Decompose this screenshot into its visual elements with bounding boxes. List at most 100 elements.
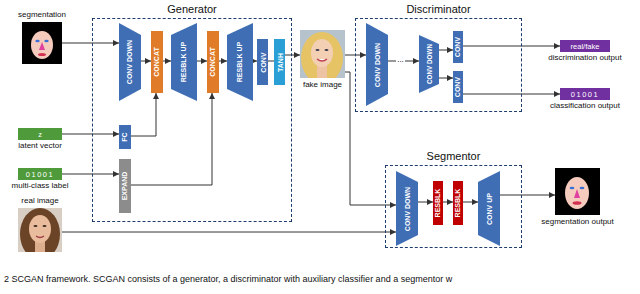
rotated-label-holder: CONCAT (207, 31, 219, 93)
downsample-trapezoid (396, 171, 418, 246)
rotated-label-holder: CONV DOWN (396, 171, 418, 246)
mouth-region (573, 201, 582, 205)
layer-block: CONV (453, 71, 463, 103)
hair (20, 208, 60, 252)
data-flow-arrow (163, 61, 171, 62)
block-label: CONV DOWN (403, 186, 411, 230)
layer-block: FC (119, 125, 131, 149)
smile (317, 59, 327, 61)
vector-bar: 01001classification output (560, 88, 610, 100)
image-caption: segmentation output (541, 217, 614, 227)
data-flow-arrow (285, 55, 300, 56)
eye (316, 49, 320, 51)
layer-block: CONV (453, 31, 463, 63)
data-flow-arrow (197, 61, 207, 62)
data-flow-arrow (463, 202, 478, 203)
vector-caption: multi-class label (12, 181, 69, 191)
rotated-label-holder: FC (119, 125, 131, 149)
block-label: CONV (454, 77, 462, 97)
data-flow-arrow (463, 46, 560, 47)
map-ground (555, 168, 600, 215)
rotated-label-holder: CONCAT (151, 31, 163, 93)
block-label: RESBLK (454, 189, 462, 218)
hair (301, 32, 343, 78)
edge-label: ... (396, 55, 405, 64)
vector-bar: zlatent vector (18, 128, 62, 140)
vector-caption: latent vector (18, 141, 62, 151)
rotated-label-holder: RESBLK (453, 181, 463, 225)
rotated-label-holder: CONV (257, 39, 268, 85)
module-frame: DiscriminatorCONV DOWNCONV DOWNCONVCONV (355, 18, 522, 112)
data-flow-arrow (463, 94, 560, 95)
module-frame: GeneratorCONV DOWNFCEXPANDCONCATRESBLK U… (92, 18, 292, 222)
layer-block: CONV UP (478, 171, 500, 246)
fake-photo (300, 30, 345, 78)
block-label: CONCAT (209, 47, 217, 76)
block-label: CONV DOWN (426, 44, 433, 84)
eye (34, 225, 38, 227)
face-region (565, 177, 589, 209)
module-frame: SegmentorCONV DOWNRESBLKRESBLKCONV UP (385, 165, 522, 248)
rotated-label-holder: RESBLK (433, 181, 443, 225)
module-title: Generator (93, 3, 291, 16)
rotated-label-holder: CONV (453, 31, 463, 63)
data-flow-arrow (219, 61, 227, 62)
downsample-trapezoid (119, 23, 141, 101)
layer-block: CONCAT (207, 31, 219, 93)
vector-bar: real/fakediscrimination output (560, 40, 610, 52)
data-flow-arrow (62, 174, 119, 175)
data-flow-arrow (500, 195, 555, 196)
module-title: Segmentor (386, 150, 521, 163)
mouth (36, 236, 44, 238)
image-panel: fake image (300, 30, 345, 78)
block-label: RESBLK UP (180, 42, 188, 82)
block-label: CONV DOWN (126, 40, 134, 84)
image-panel: real image (18, 208, 62, 252)
image-panel: segmentation (22, 22, 62, 64)
face-region (31, 31, 53, 59)
rotated-label-holder: CONV UP (478, 171, 500, 246)
segmentation-map (22, 22, 62, 64)
data-flow-arrow (439, 50, 453, 51)
rotated-label-holder: EXPAND (119, 159, 131, 213)
block-label: RESBLK UP (236, 42, 244, 82)
data-flow-arrow (62, 43, 119, 44)
block-label: CONV (454, 37, 462, 57)
eye-region (35, 40, 39, 42)
layer-block: CONV DOWN (419, 35, 439, 93)
downsample-trapezoid (366, 23, 388, 106)
block-label: CONCAT (153, 47, 161, 76)
layer-block: CONV DOWN (119, 23, 141, 101)
eye-region (580, 187, 585, 190)
real-photo (18, 208, 62, 252)
layer-block: CONV DOWN (366, 23, 388, 106)
rotated-label-holder: CONV (453, 71, 463, 103)
bar-text-holder: 01001 (560, 88, 610, 100)
layer-block: TANH (274, 39, 285, 85)
image-caption: segmentation (18, 10, 66, 20)
vector-caption: discrimination output (548, 53, 621, 63)
layer-block: CONV DOWN (396, 171, 418, 246)
data-flow-arrow (443, 202, 453, 203)
image-caption: fake image (303, 80, 342, 90)
eye-region (570, 187, 575, 190)
image-panel: segmentation output (555, 168, 600, 215)
rotated-label-holder: TANH (274, 39, 285, 85)
block-label: FC (121, 132, 129, 141)
map-ground (22, 22, 62, 64)
eye (43, 225, 47, 227)
face (311, 39, 333, 67)
upsample-trapezoid (227, 23, 253, 101)
rotated-label-holder: CONV DOWN (119, 23, 141, 101)
layer-block: CONCAT (151, 31, 163, 93)
block-label: RESBLK (434, 189, 442, 218)
bar-text-holder: 01001 (18, 168, 62, 180)
block-label: CONV (259, 52, 267, 72)
block-label: TANH (276, 53, 284, 72)
segmentation-output-map (555, 168, 600, 215)
layer-block: RESBLK UP (227, 23, 253, 101)
vector-value: real/fake (571, 42, 600, 51)
layer-block: RESBLK (453, 181, 463, 225)
